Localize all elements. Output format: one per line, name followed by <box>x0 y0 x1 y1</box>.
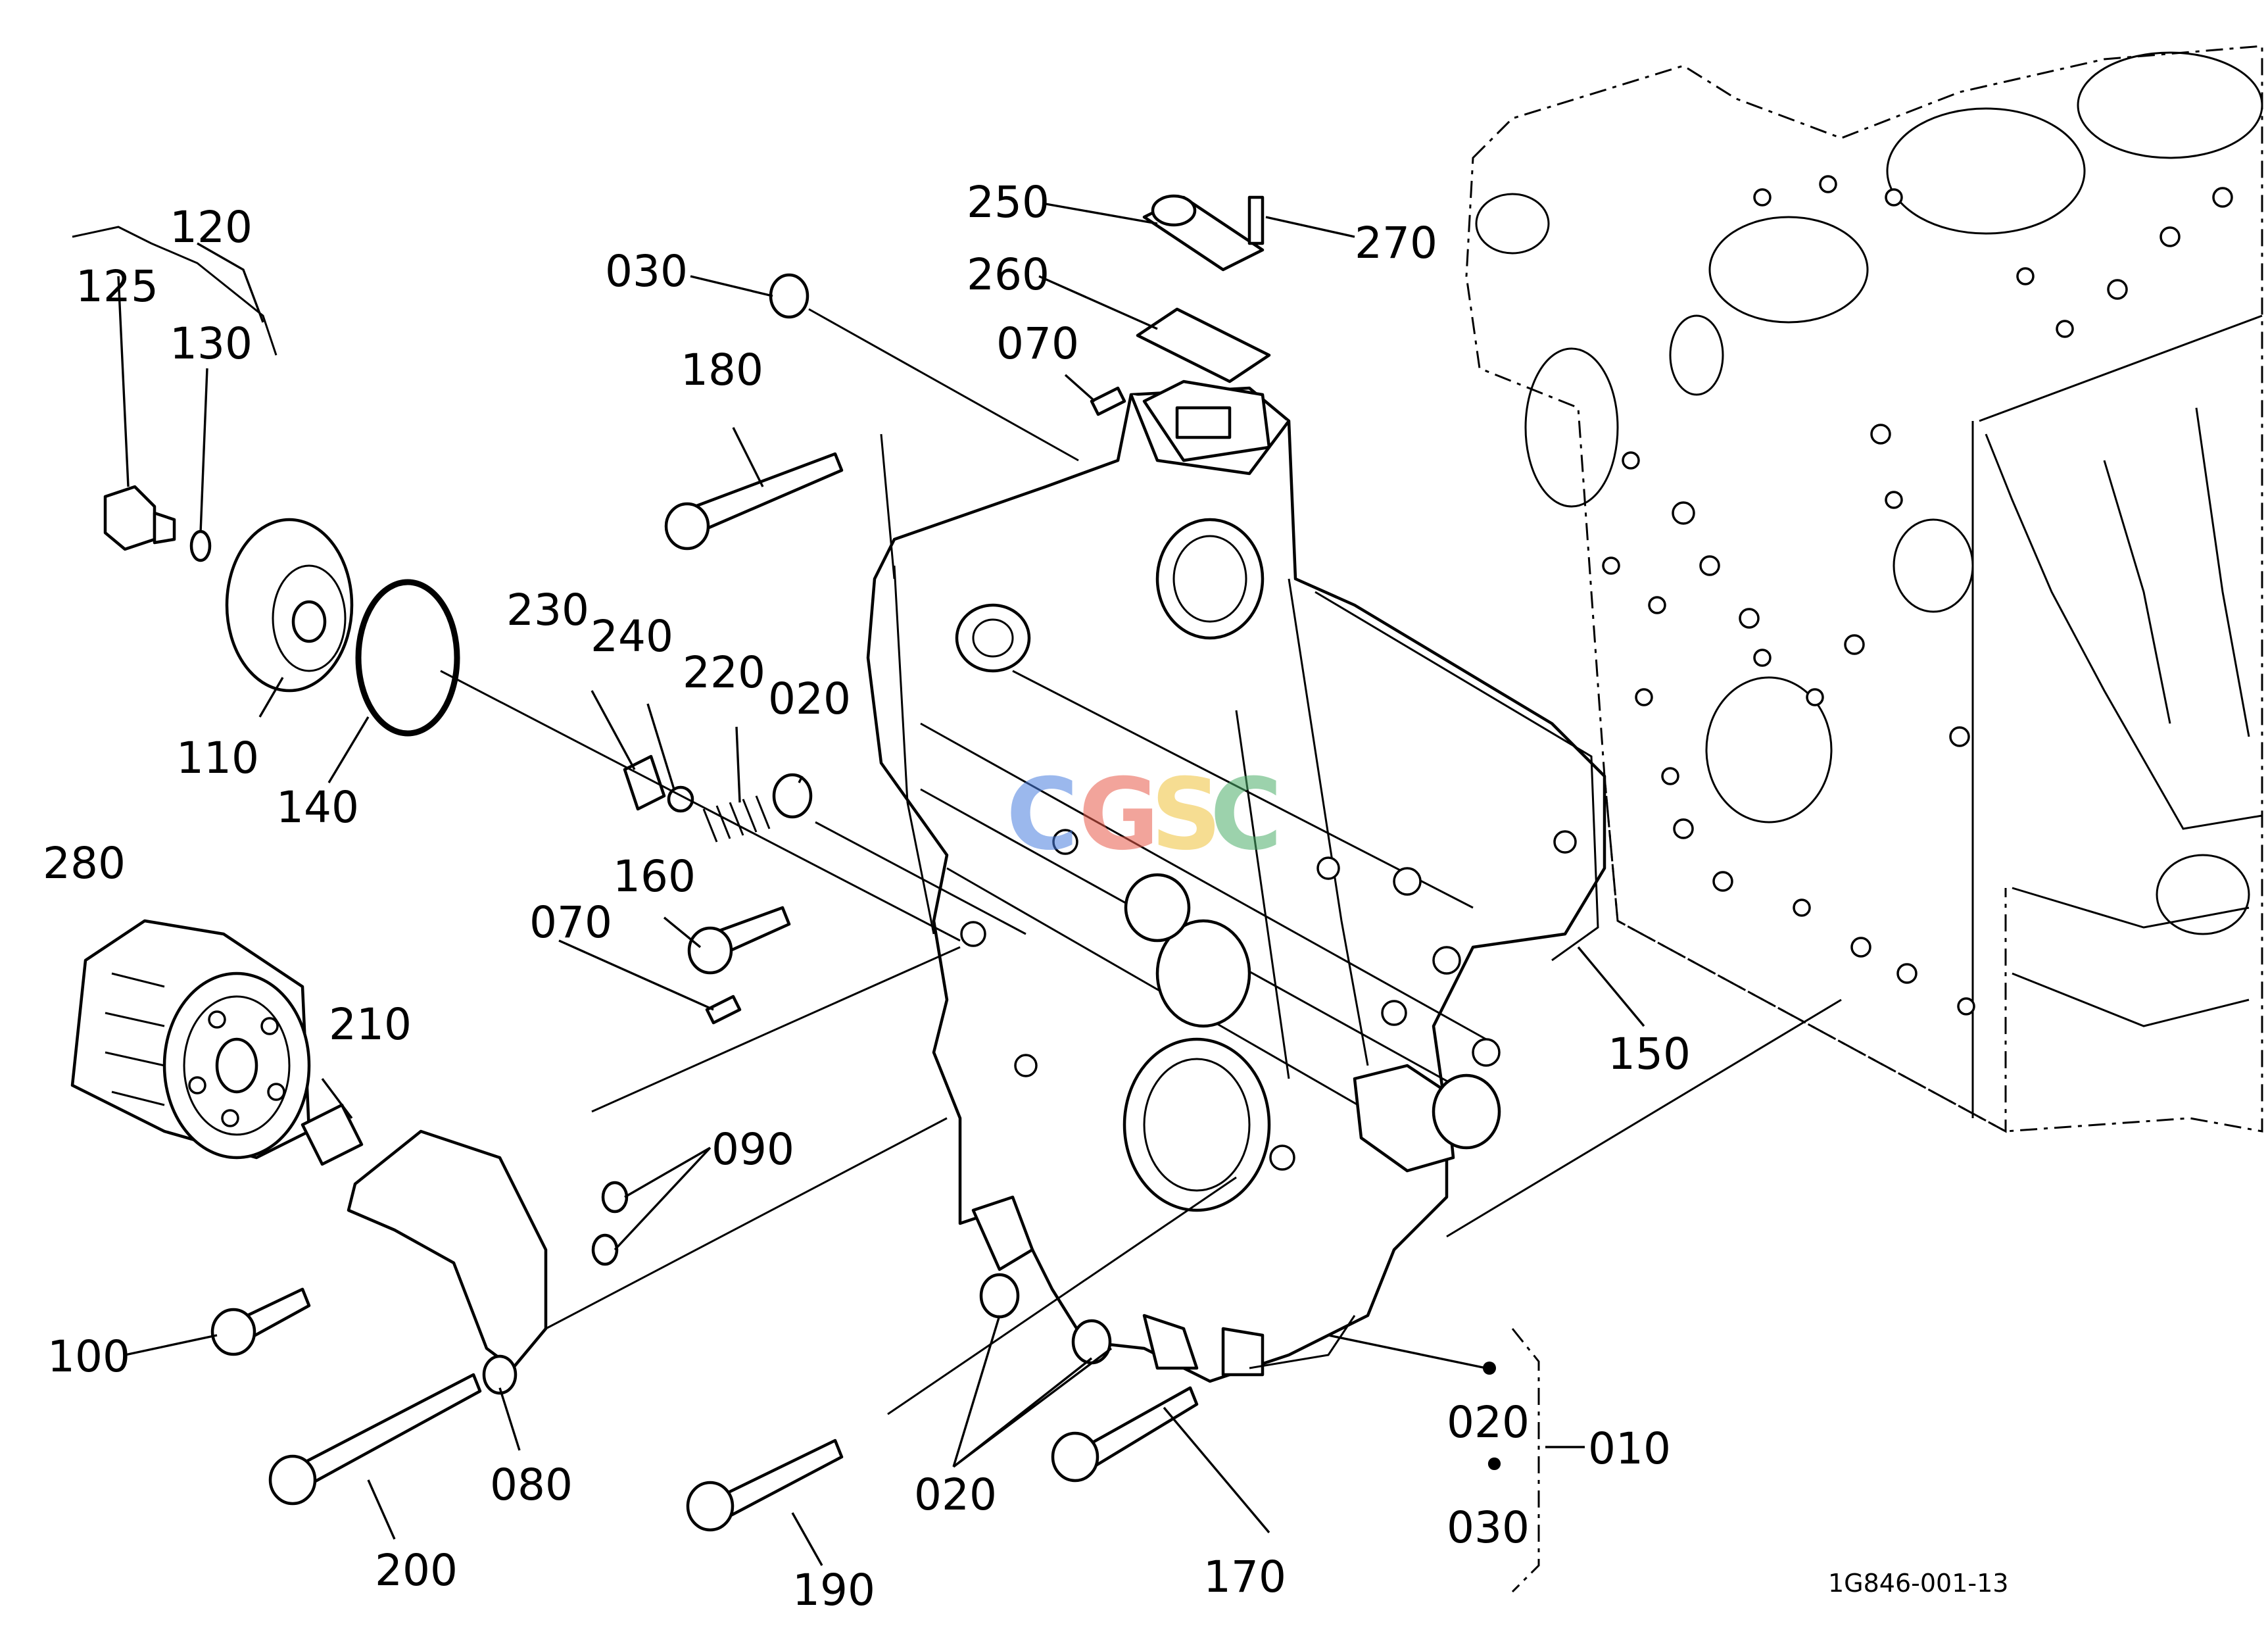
callout-130: 130 <box>170 318 253 369</box>
reference-code: 1G846-001-13 <box>1828 1569 2008 1598</box>
leader-lines <box>72 203 1842 1593</box>
callout-260: 260 <box>967 249 1050 300</box>
plug-030-top <box>769 273 809 319</box>
group-separator-dot: • <box>1482 1440 1507 1490</box>
engine-block <box>1465 45 2263 1133</box>
gear-case <box>866 380 1606 1383</box>
callout-125: 125 <box>76 261 158 312</box>
callout-090: 090 <box>712 1124 794 1175</box>
callout-250: 250 <box>967 177 1050 228</box>
callout-080: 080 <box>490 1460 573 1510</box>
gasket-150 <box>893 565 1599 962</box>
group-dot-bracket <box>1483 1362 1496 1375</box>
callout-210: 210 <box>329 999 412 1050</box>
callout-120: 120 <box>170 202 253 253</box>
filter-cover-110 <box>225 518 354 693</box>
callout-160: 160 <box>613 851 696 902</box>
watermark-letter: G <box>1078 758 1159 872</box>
plugs-020-bottom <box>979 1273 1112 1365</box>
callout-020-bottom: 020 <box>914 1469 997 1520</box>
callout-010: 010 <box>1588 1423 1671 1474</box>
relief-valve-parts <box>623 754 813 843</box>
callout-230: 230 <box>506 585 589 635</box>
pin-070-mid <box>705 995 742 1025</box>
callout-190: 190 <box>792 1565 875 1615</box>
bolt-100 <box>210 1287 311 1356</box>
callouts: 120 125 130 110 140 030 180 250 260 070 … <box>43 177 1691 1615</box>
watermark-letter: S <box>1151 758 1222 872</box>
oil-filter-280 <box>70 919 311 1160</box>
callout-220: 220 <box>683 647 765 698</box>
watermark-letter: C <box>1210 758 1282 872</box>
watermark-letter: C <box>1006 758 1078 872</box>
callout-280: 280 <box>43 838 126 889</box>
callout-030-group: 030 <box>1447 1502 1530 1553</box>
callout-100: 100 <box>47 1331 130 1382</box>
bolt-170 <box>1051 1386 1199 1483</box>
bolt-200 <box>268 1373 482 1506</box>
callout-070-top: 070 <box>996 318 1079 369</box>
plug-125 <box>103 485 176 551</box>
callout-180: 180 <box>681 345 763 395</box>
callout-200: 200 <box>375 1545 458 1596</box>
callout-110: 110 <box>176 733 259 783</box>
callout-020-group: 020 <box>1447 1397 1530 1448</box>
callout-150: 150 <box>1608 1029 1691 1079</box>
callout-140: 140 <box>276 782 359 833</box>
gasket-260 <box>1136 307 1271 383</box>
callout-270: 270 <box>1355 218 1437 268</box>
fitting-210 <box>301 1103 364 1166</box>
callout-020-mid: 020 <box>768 674 851 724</box>
bolt-180 <box>664 452 844 551</box>
bolt-160 <box>687 906 791 975</box>
pipe-250 <box>1142 194 1265 272</box>
callout-070-mid: 070 <box>529 897 612 948</box>
bolt-270 <box>1247 195 1265 245</box>
o-ring-140 <box>355 579 460 737</box>
bolt-190 <box>686 1438 844 1532</box>
callout-030-top: 030 <box>605 246 688 297</box>
callout-240: 240 <box>591 611 673 662</box>
pin-070-top <box>1090 386 1126 416</box>
o-ring-130 <box>189 529 212 562</box>
watermark: C G S C <box>1006 758 1282 872</box>
callout-170: 170 <box>1203 1552 1286 1602</box>
oil-pump-080 <box>347 1129 629 1395</box>
